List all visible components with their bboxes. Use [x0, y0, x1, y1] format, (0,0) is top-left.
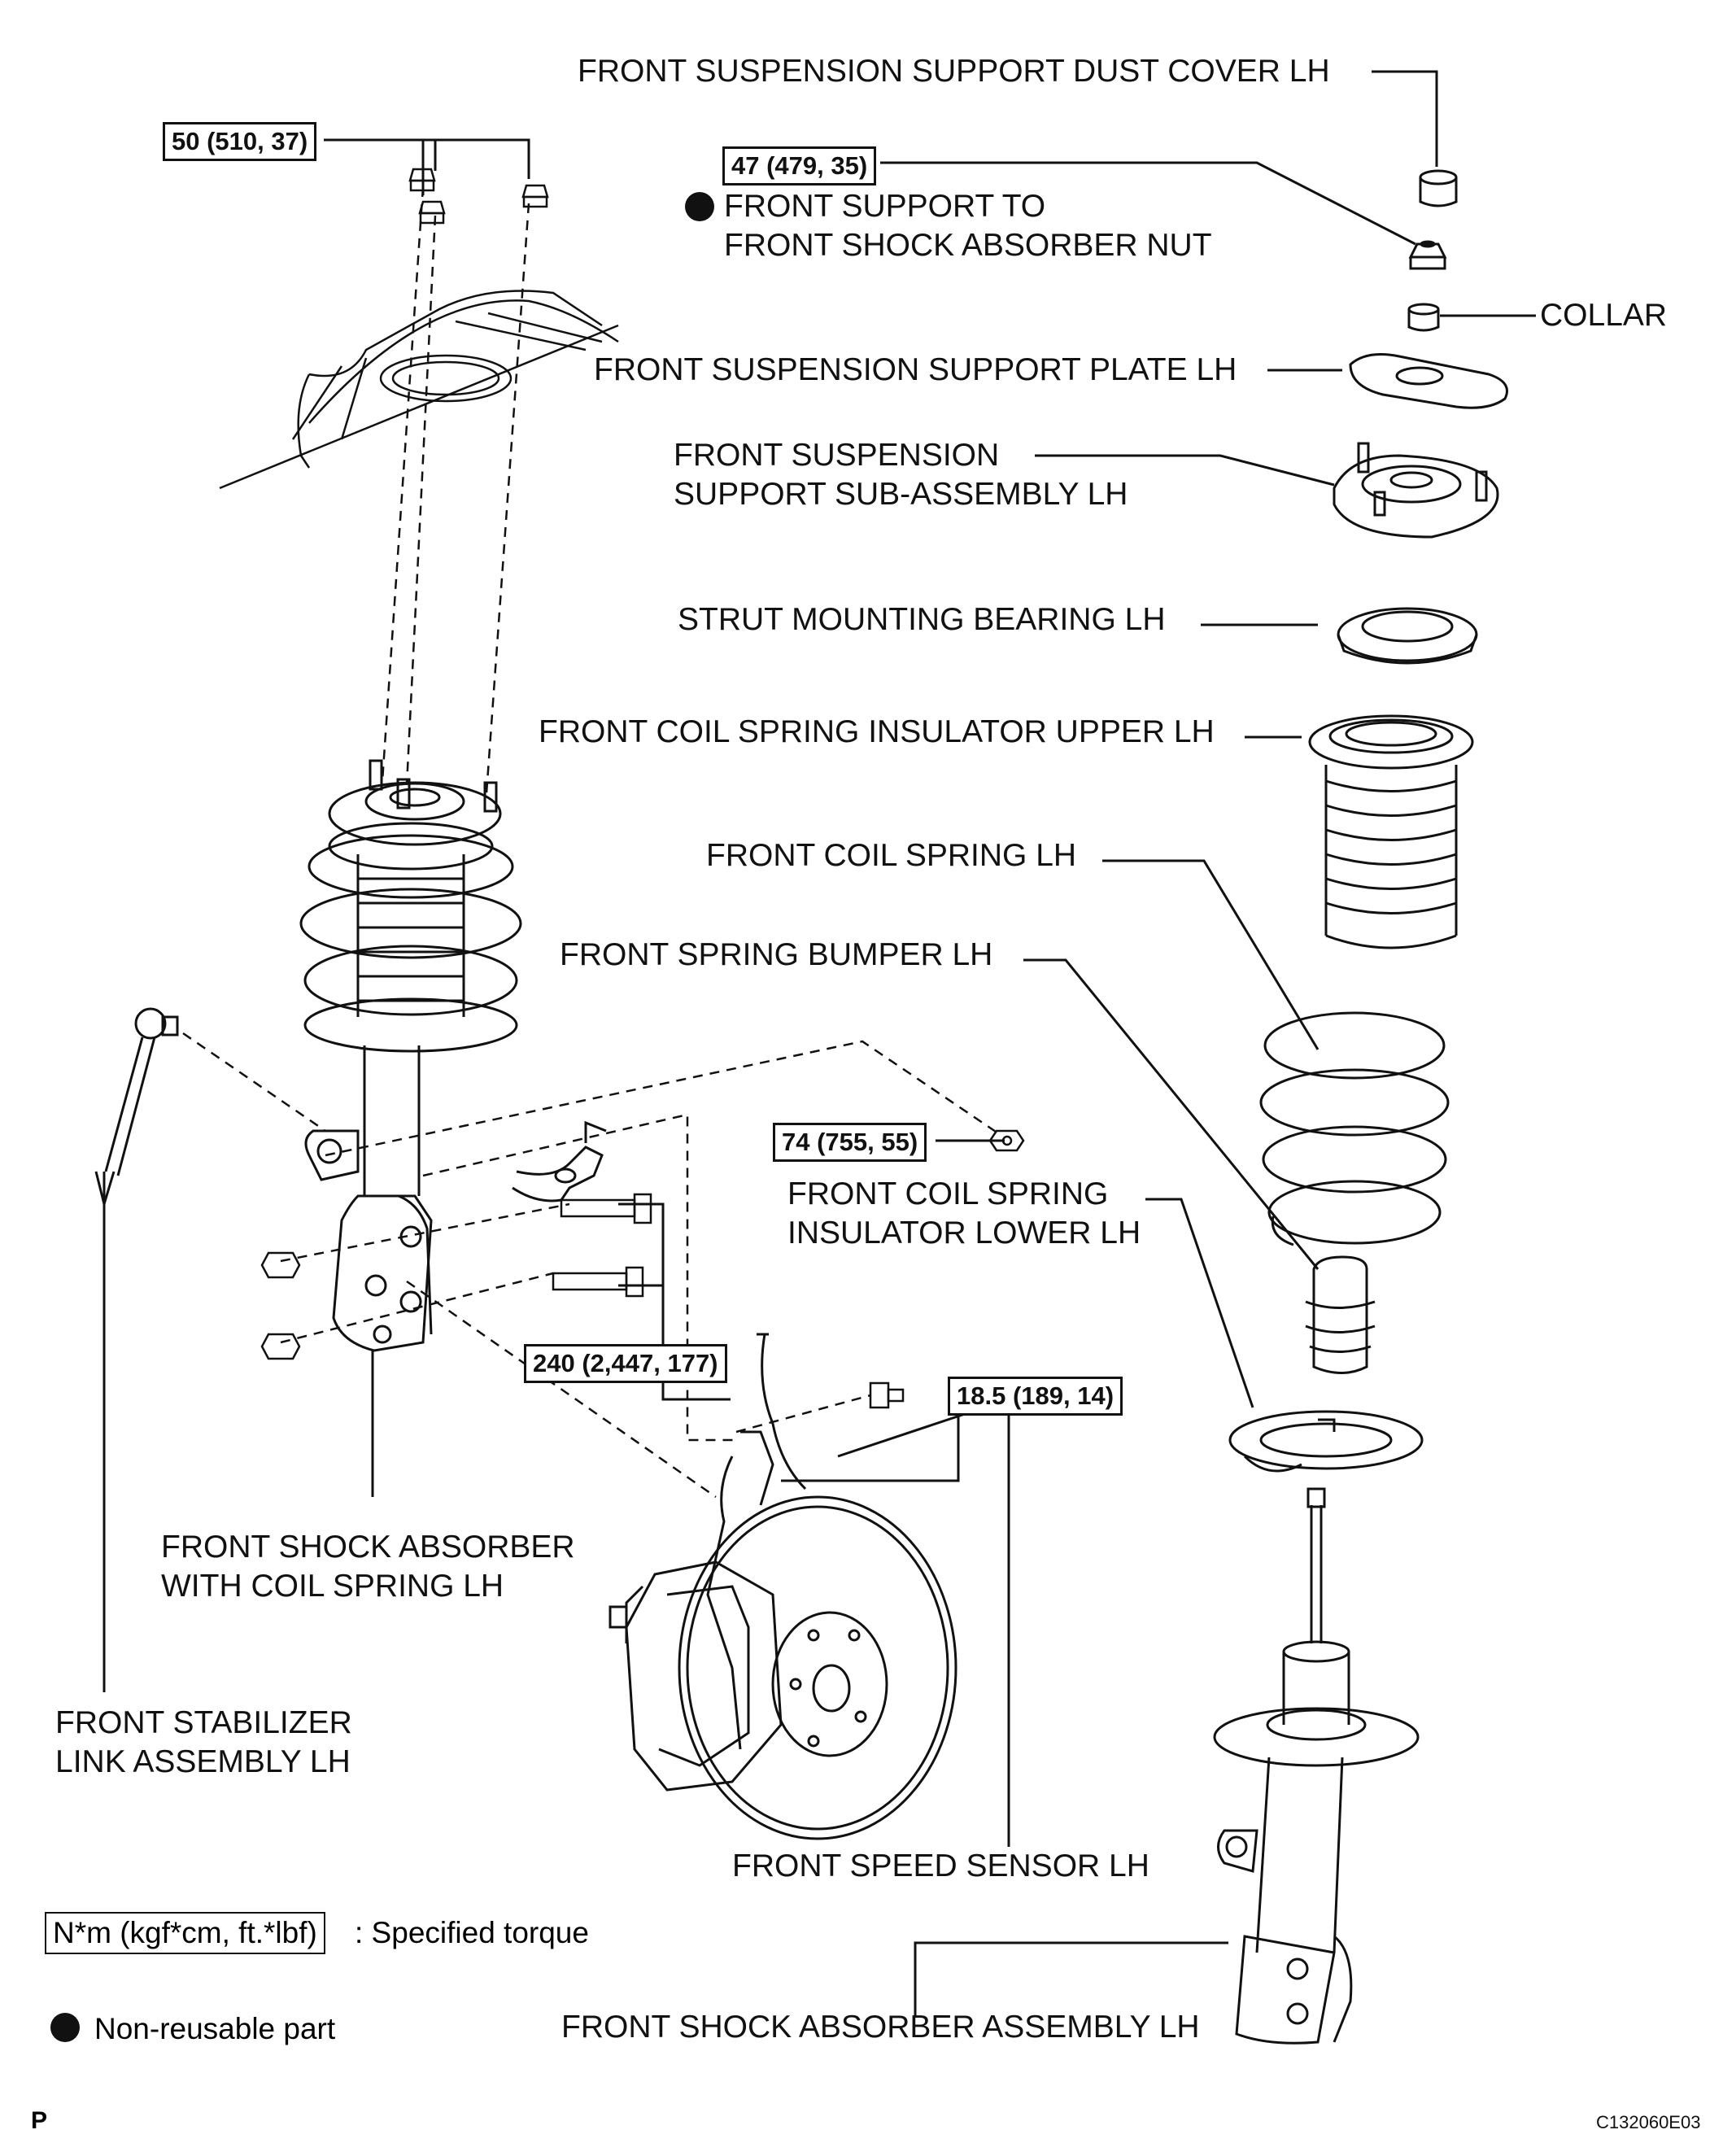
label-stabilizer-line1: FRONT STABILIZER: [55, 1705, 352, 1740]
label-dust-cover: FRONT SUSPENSION SUPPORT DUST COVER LH: [578, 54, 1330, 89]
leader-lines: [103, 70, 1536, 2016]
strut-fasteners: [260, 1129, 1025, 1409]
strut-bearing: [1337, 607, 1478, 665]
label-insulator-upper: FRONT COIL SPRING INSULATOR UPPER LH: [539, 714, 1215, 749]
label-support-plate: FRONT SUSPENSION SUPPORT PLATE LH: [594, 352, 1237, 387]
label-shock-assembly: FRONT SHOCK ABSORBER ASSEMBLY LH: [561, 2010, 1200, 2045]
label-support-nut-line2: FRONT SHOCK ABSORBER NUT: [724, 228, 1212, 263]
coil-spring: [1259, 1011, 1450, 1246]
label-speed-sensor: FRONT SPEED SENSOR LH: [732, 1848, 1149, 1883]
harness-bracket: [512, 1120, 607, 1202]
support-plate: [1349, 353, 1508, 409]
legend-torque-unit: N*m (kgf*cm, ft.*lbf): [45, 1912, 325, 1954]
label-collar: COLLAR: [1540, 298, 1668, 333]
shock-absorber: [1213, 1487, 1420, 2045]
torque-support-nut: 47 (479, 35): [722, 146, 877, 185]
label-support-sub-line1: FRONT SUSPENSION: [674, 438, 1000, 473]
support-sub-assembly: [1333, 442, 1499, 539]
torque-sensor-bolt: 18.5 (189, 14): [948, 1377, 1123, 1416]
torque-knuckle-bolts: 240 (2,447, 177): [524, 1344, 727, 1383]
brake-knuckle: [609, 1333, 957, 1840]
label-insulator-lower-line1: FRONT COIL SPRING: [787, 1176, 1109, 1211]
label-insulator-lower-line2: INSULATOR LOWER LH: [787, 1215, 1141, 1250]
dust-cover: [1419, 169, 1458, 207]
label-strut-bearing: STRUT MOUNTING BEARING LH: [678, 602, 1166, 637]
spring-bumper: [1305, 1255, 1376, 1374]
label-support-nut-line1: FRONT SUPPORT TO: [724, 189, 1046, 224]
support-nut: [1408, 240, 1447, 270]
label-stabilizer-line2: LINK ASSEMBLY LH: [55, 1744, 351, 1779]
torque-stabilizer-nut: 74 (755, 55): [773, 1123, 927, 1162]
label-shock-with-spring-line2: WITH COIL SPRING LH: [161, 1569, 504, 1604]
label-coil-spring: FRONT COIL SPRING LH: [706, 838, 1077, 873]
figure-code: C132060E03: [1596, 2112, 1701, 2132]
collar: [1407, 303, 1440, 332]
insulator-upper: [1308, 714, 1474, 949]
corner-mark: P: [31, 2107, 48, 2134]
label-shock-with-spring-line1: FRONT SHOCK ABSORBER: [161, 1530, 575, 1565]
stabilizer-link: [94, 1007, 179, 1209]
top-nuts: [408, 168, 549, 225]
label-spring-bumper: FRONT SPRING BUMPER LH: [560, 937, 993, 972]
strut-assembly-left: [299, 759, 522, 1352]
torque-top-nuts: 50 (510, 37): [163, 122, 317, 161]
legend-torque-text: : Specified torque: [355, 1916, 589, 1949]
label-support-sub-line2: SUPPORT SUB-ASSEMBLY LH: [674, 477, 1128, 512]
body-panel: [219, 290, 619, 490]
legend-nonreusable-text: Non-reusable part: [94, 2012, 336, 2045]
legend-nonreusable-marker: [50, 2013, 80, 2042]
insulator-lower: [1228, 1410, 1424, 1473]
nonreusable-marker-nut: [685, 192, 714, 221]
